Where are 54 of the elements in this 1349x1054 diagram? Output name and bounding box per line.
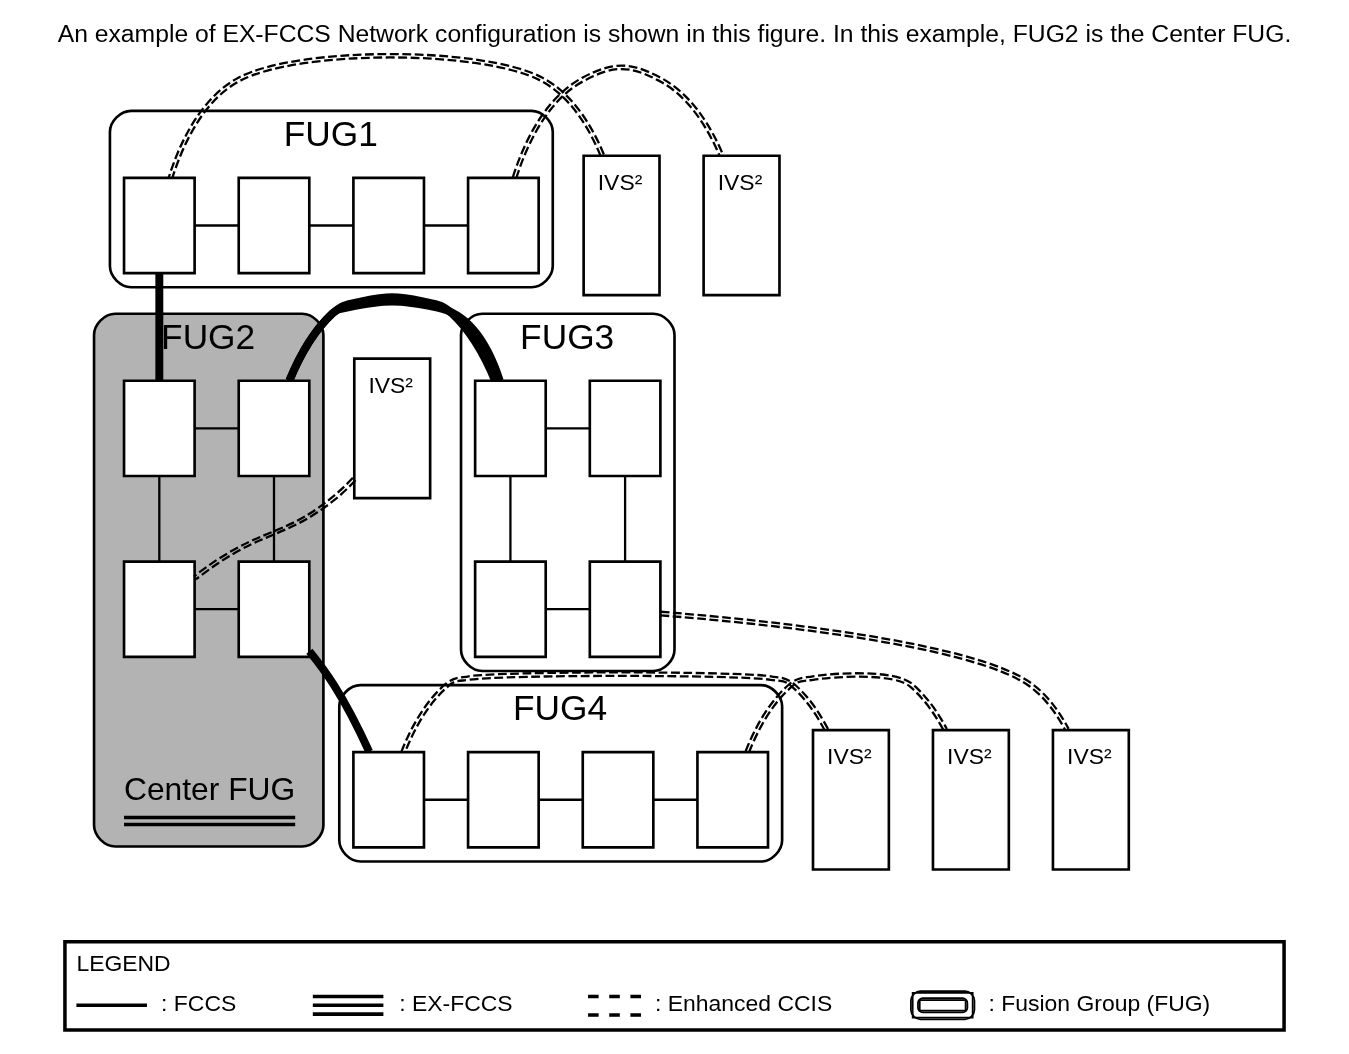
connector xyxy=(155,273,164,381)
node-box xyxy=(352,176,426,275)
legend-label: : Enhanced CCIS xyxy=(655,990,833,1017)
connector xyxy=(194,224,239,227)
legend-label: : FCCS xyxy=(161,990,237,1017)
node-box xyxy=(237,379,311,478)
connector xyxy=(272,476,276,562)
connector xyxy=(545,608,590,611)
connector xyxy=(653,798,698,801)
label: LEGEND xyxy=(76,949,171,976)
connector xyxy=(194,608,239,611)
connector xyxy=(424,798,469,801)
cluster: FUG4 xyxy=(337,683,784,863)
connector xyxy=(545,427,590,430)
node-box xyxy=(122,176,196,275)
connector xyxy=(309,224,354,227)
cluster: FUG2 Center FUG xyxy=(92,312,325,848)
node-box xyxy=(122,379,196,478)
connector xyxy=(424,224,469,227)
node-box: IVS² xyxy=(811,728,891,871)
node-box: IVS² xyxy=(582,154,661,297)
node-box xyxy=(352,750,426,849)
cluster: FUG3 xyxy=(459,312,676,673)
node-box: IVS² xyxy=(1051,728,1131,871)
node-box xyxy=(122,560,196,659)
node-box xyxy=(237,176,311,275)
legend-label: : Fusion Group (FUG) xyxy=(988,990,1211,1017)
node-box: IVS² xyxy=(352,357,432,500)
legend-label: : EX-FCCS xyxy=(399,990,513,1017)
connector xyxy=(511,64,724,179)
connector xyxy=(194,427,239,430)
connector xyxy=(660,610,1070,732)
connector xyxy=(193,477,357,581)
node-box xyxy=(466,750,540,849)
node-box: IVS² xyxy=(931,728,1011,871)
node-box xyxy=(696,750,770,849)
node-box xyxy=(588,560,662,659)
node-box xyxy=(473,379,548,478)
node-box xyxy=(466,176,540,275)
connector xyxy=(509,476,512,562)
node-box xyxy=(237,560,311,659)
connector xyxy=(158,476,161,562)
node-box xyxy=(473,560,548,659)
connector xyxy=(623,476,627,562)
node-box: IVS² xyxy=(702,154,781,297)
connector xyxy=(400,671,829,753)
connector xyxy=(538,798,583,801)
connector xyxy=(167,52,605,179)
connector xyxy=(285,293,504,383)
node-box xyxy=(588,379,662,478)
node-box xyxy=(581,750,655,849)
connector xyxy=(744,672,948,753)
cluster: FUG1 xyxy=(108,109,555,289)
diagram-title: An example of EX-FCCS Network configuration is shown in this figure. In this example, FUG2 is the Center FUG. xyxy=(57,19,1292,47)
